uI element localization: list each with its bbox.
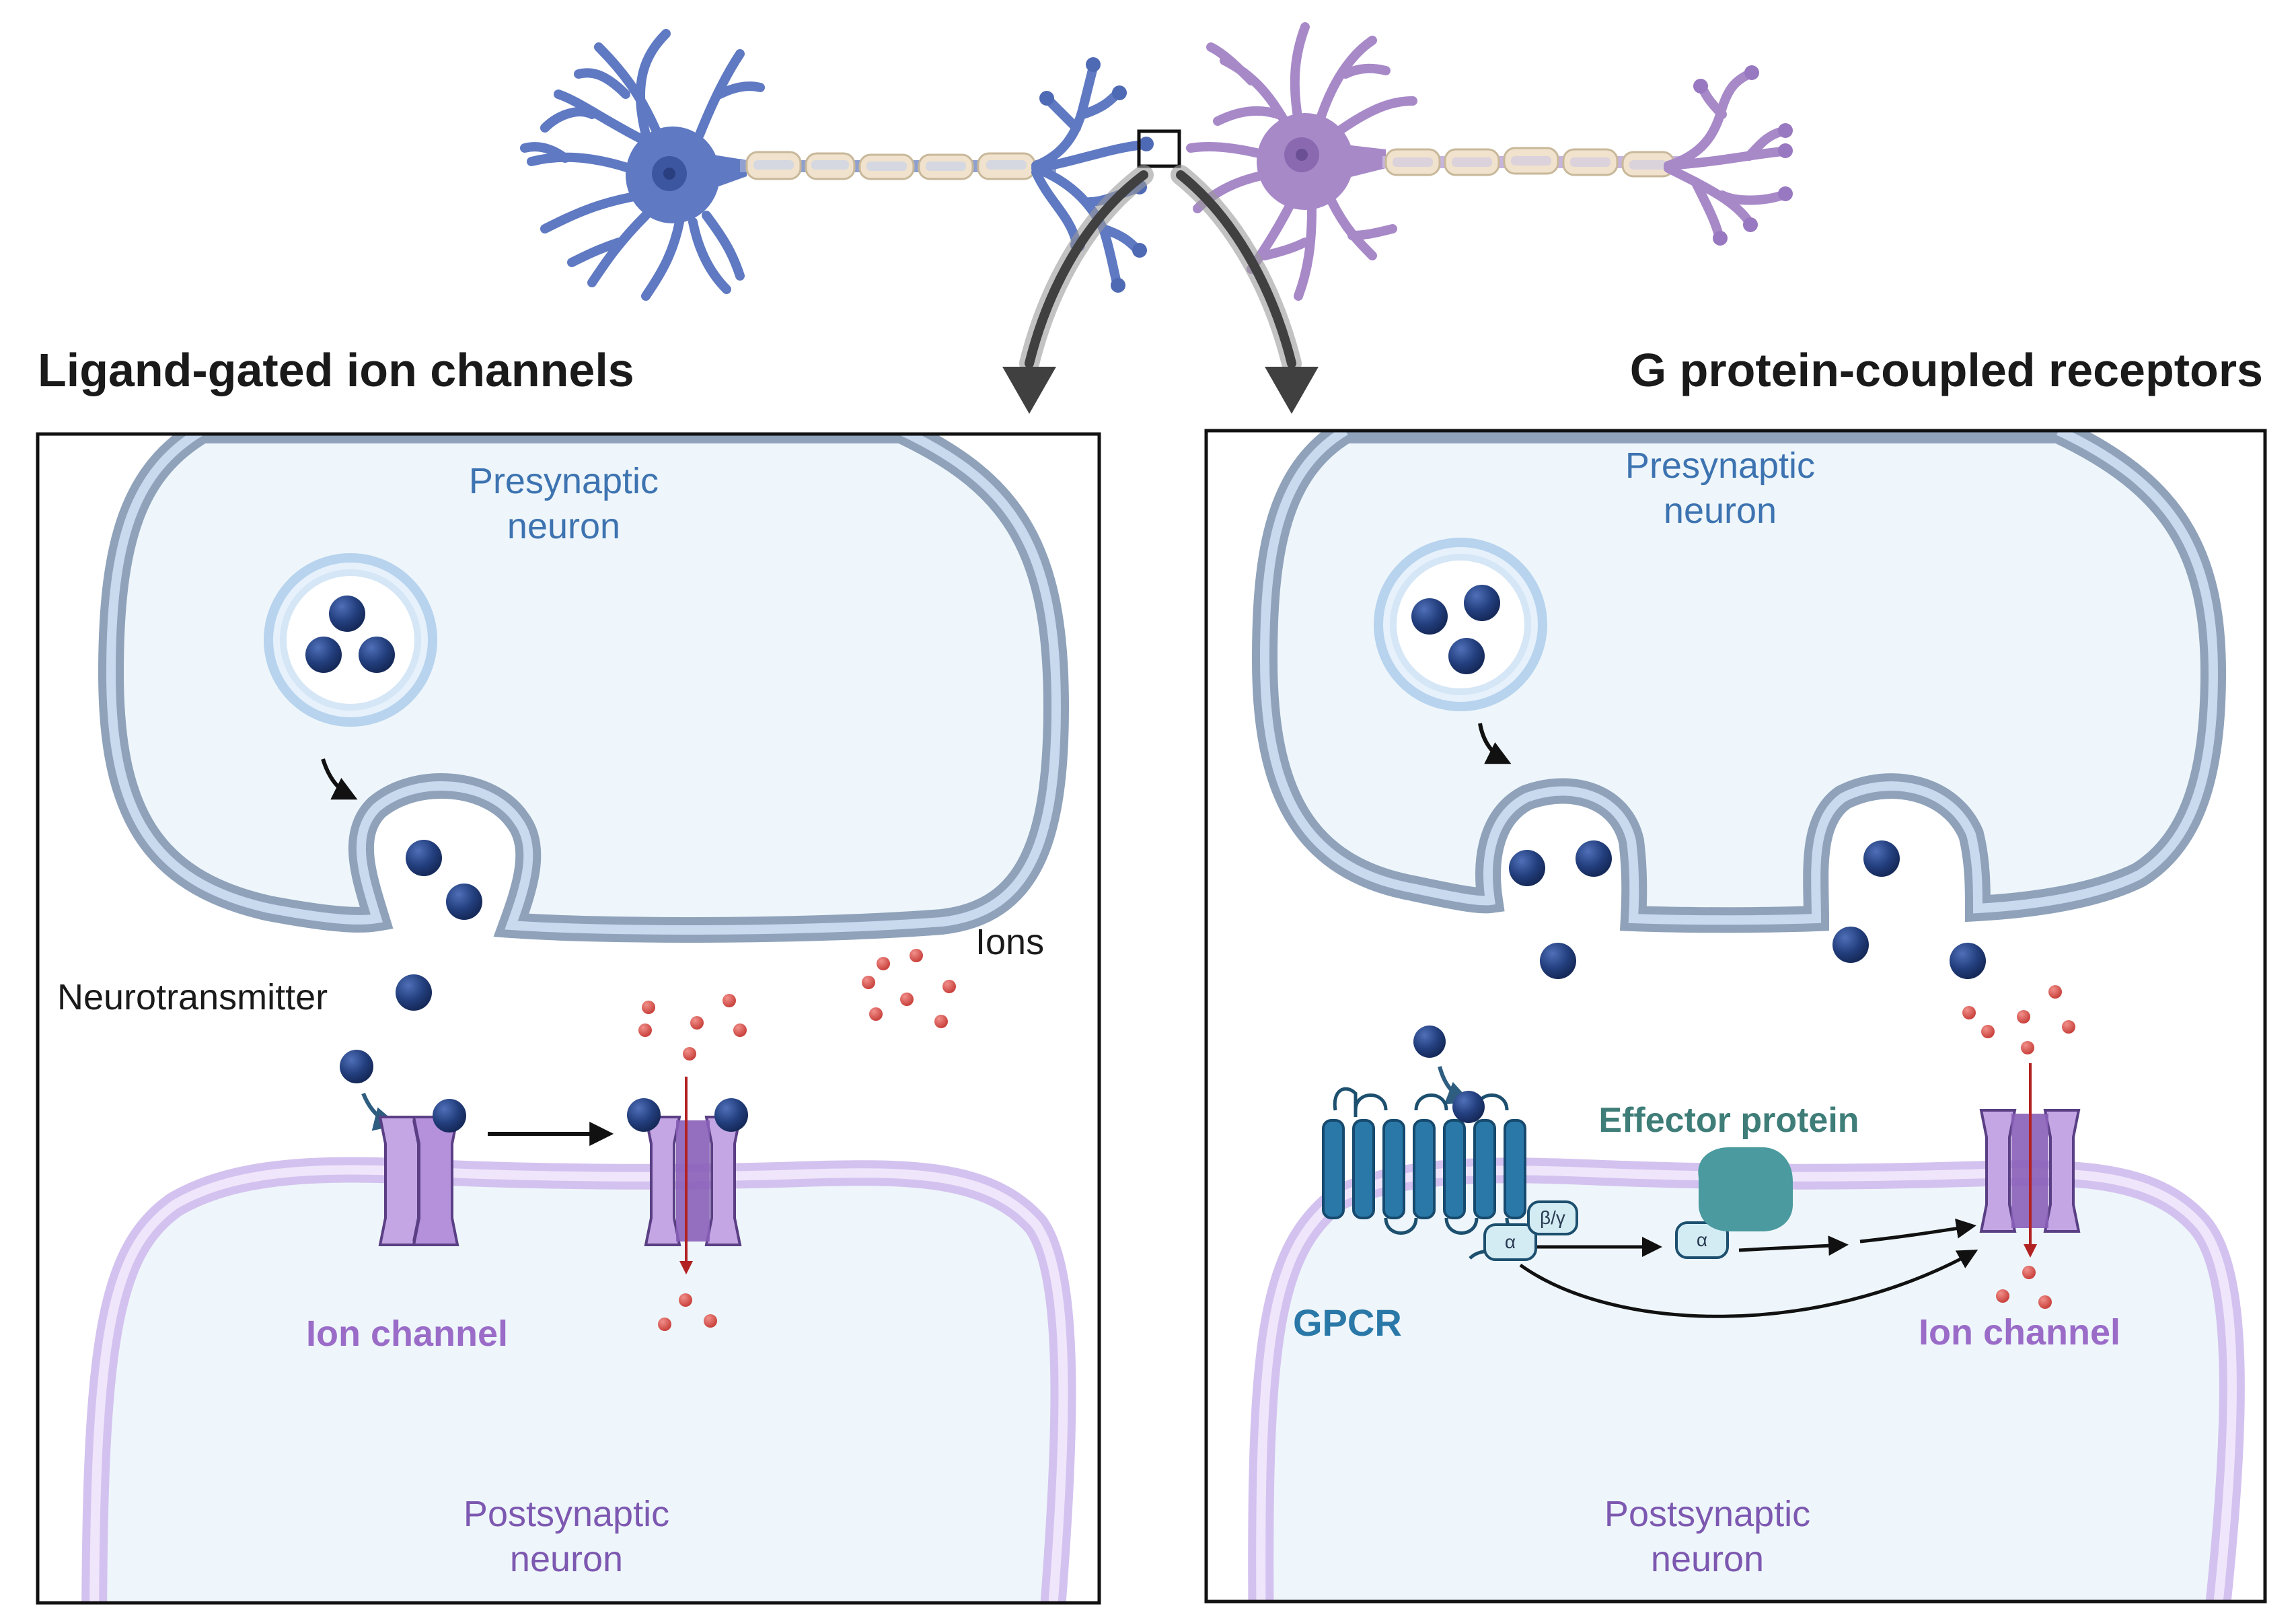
label-presynaptic-neuron-line1: Presynaptic bbox=[1625, 445, 1815, 486]
synapse-zoom-box bbox=[1137, 129, 1181, 168]
label-alpha-subunit: α bbox=[1697, 1229, 1707, 1250]
left-panel-title: Ligand-gated ion channels bbox=[38, 344, 634, 396]
neurotransmitter-molecule bbox=[1464, 585, 1500, 621]
neurotransmitter-molecule bbox=[359, 637, 395, 673]
ion-channel-open bbox=[627, 1077, 748, 1274]
released-neurotransmitters bbox=[1413, 840, 1986, 1058]
postsynaptic-neuron-illustration bbox=[1186, 22, 1793, 301]
zoom-arrows bbox=[1002, 165, 1319, 414]
left-panel: Presynaptic neuron Neurotransmitter Ions bbox=[36, 432, 1101, 1605]
ion-channel-closed bbox=[378, 1099, 466, 1246]
label-beta-gamma-subunit: β/γ bbox=[1540, 1207, 1565, 1228]
neurotransmitter-molecule bbox=[1448, 638, 1485, 674]
presynaptic-neuron-illustration bbox=[520, 29, 1154, 301]
synaptic-vesicle bbox=[264, 553, 437, 727]
neurotransmitter-molecule bbox=[329, 596, 365, 632]
label-postsynaptic-neuron-line1: Postsynaptic bbox=[1604, 1494, 1810, 1534]
exocytosis-arrow bbox=[1478, 723, 1512, 764]
label-effector-protein: Effector protein bbox=[1598, 1101, 1859, 1140]
label-ion-channel: Ion channel bbox=[1919, 1312, 2120, 1353]
label-gpcr: GPCR bbox=[1293, 1301, 1402, 1344]
exocytosis-arrow bbox=[321, 758, 358, 800]
label-postsynaptic-neuron-line2: neuron bbox=[1651, 1539, 1764, 1579]
released-neurotransmitters bbox=[340, 840, 482, 1083]
label-ion-channel: Ion channel bbox=[306, 1314, 508, 1354]
gpcr-receptor bbox=[1322, 1087, 1539, 1235]
right-panel-title: G protein-coupled receptors bbox=[1630, 344, 2263, 396]
effector-protein bbox=[1698, 1147, 1793, 1231]
label-alpha-subunit: α bbox=[1505, 1231, 1516, 1252]
right-panel: Presynaptic neuron bbox=[1204, 429, 2267, 1604]
label-ions: Ions bbox=[975, 922, 1044, 962]
neurotransmitter-molecule bbox=[1411, 598, 1448, 635]
ion-channel-open bbox=[1979, 1063, 2081, 1258]
postsynaptic-membrane bbox=[81, 1157, 1076, 1603]
g-protein: α β/γ bbox=[1469, 1200, 1578, 1261]
left-panel-frame bbox=[36, 432, 1101, 1605]
label-presynaptic-neuron-line2: neuron bbox=[1664, 491, 1777, 531]
label-postsynaptic-neuron-line1: Postsynaptic bbox=[464, 1494, 669, 1534]
synaptic-vesicle bbox=[1374, 538, 1547, 711]
label-presynaptic-neuron-line2: neuron bbox=[507, 506, 620, 546]
free-alpha-subunit: α bbox=[1675, 1221, 1729, 1259]
label-postsynaptic-neuron-line2: neuron bbox=[510, 1539, 623, 1579]
label-presynaptic-neuron-line1: Presynaptic bbox=[469, 461, 659, 501]
neurotransmitter-molecule bbox=[305, 637, 342, 673]
ion-cluster bbox=[638, 949, 956, 1331]
ion-cluster bbox=[1962, 985, 2075, 1309]
right-panel-frame bbox=[1204, 429, 2267, 1604]
label-neurotransmitter: Neurotransmitter bbox=[57, 977, 328, 1017]
